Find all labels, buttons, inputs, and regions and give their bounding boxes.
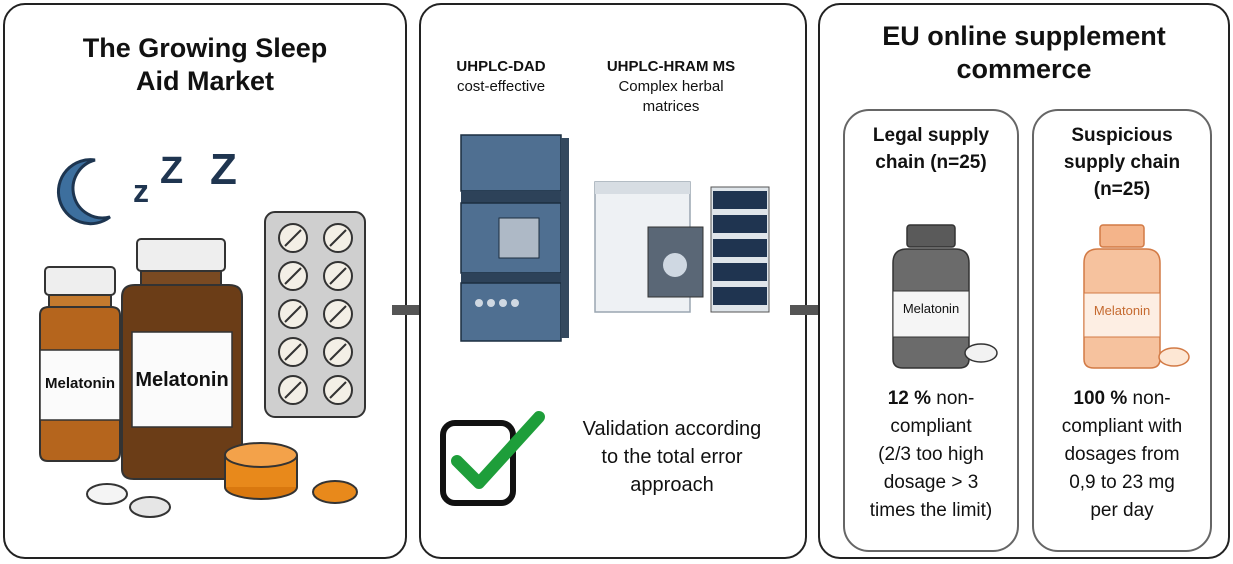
method2-block: UHPLC-HRAM MS Complex herbal matrices — [606, 58, 736, 115]
blister-pill-score — [284, 229, 302, 247]
orange-pill-icon — [312, 480, 358, 504]
panel-eu-online-commerce: EU online supplement commerce Legal supp… — [818, 3, 1230, 559]
legal-supply-chain-box: Legal supply chain (n=25) Melatonin 12 %… — [843, 109, 1019, 552]
blister-pill-score — [284, 381, 302, 399]
small-melatonin-bottle-icon — [39, 266, 121, 462]
blister-pill-score — [284, 305, 302, 323]
blister-pill-score — [329, 267, 347, 285]
blister-pill-score — [329, 343, 347, 361]
blister-pill-score — [284, 343, 302, 361]
sleep-z-small: z — [133, 173, 149, 209]
pill-bottle-cap-icon — [224, 442, 298, 500]
blister-pill-score — [284, 267, 302, 285]
legal-bottle-label: Melatonin — [902, 301, 960, 316]
sleep-z-large: Z — [210, 145, 237, 194]
legal-heading: Legal supply chain (n=25) — [872, 125, 990, 173]
white-pills-icon — [86, 483, 171, 518]
suspicious-heading: Suspicious supply chain (n=25) — [1063, 125, 1181, 200]
uhplc-hram-ms-instrument-icon — [594, 181, 770, 313]
blister-pill-score — [329, 229, 347, 247]
panel-sleep-aid-market: The Growing Sleep Aid Market z Z Z Melat… — [3, 3, 407, 559]
method1-block: UHPLC-DAD cost-effective — [456, 58, 546, 95]
small-bottle-label: Melatonin — [45, 375, 115, 392]
validation-text: Validation according to the total error … — [582, 418, 762, 496]
suspicious-bottle-label: Melatonin — [1093, 303, 1151, 318]
gray-melatonin-bottle-icon — [892, 224, 998, 369]
panel3-title: EU online supplement commerce — [882, 21, 1166, 84]
checkmark-box-icon — [440, 411, 545, 506]
panel1-title: The Growing Sleep Aid Market — [82, 33, 328, 96]
blister-pack-icon — [264, 211, 366, 418]
large-bottle-label: Melatonin — [135, 369, 229, 391]
suspicious-supply-chain-box: Suspicious supply chain (n=25) Melatonin… — [1032, 109, 1212, 552]
sleep-z-medium: Z — [160, 150, 184, 192]
peach-melatonin-bottle-icon — [1083, 224, 1190, 369]
panel-analytical-methods: UHPLC-DAD cost-effective UHPLC-HRAM MS C… — [419, 3, 807, 559]
legal-result: 12 % non- compliant (2/3 too high dosage… — [869, 388, 993, 521]
suspicious-result: 100 % non- compliant with dosages from 0… — [1061, 388, 1183, 521]
crescent-moon-icon — [56, 158, 111, 226]
uhplc-dad-instrument-icon — [460, 134, 569, 342]
blister-pill-score — [329, 305, 347, 323]
blister-pill-score — [329, 381, 347, 399]
